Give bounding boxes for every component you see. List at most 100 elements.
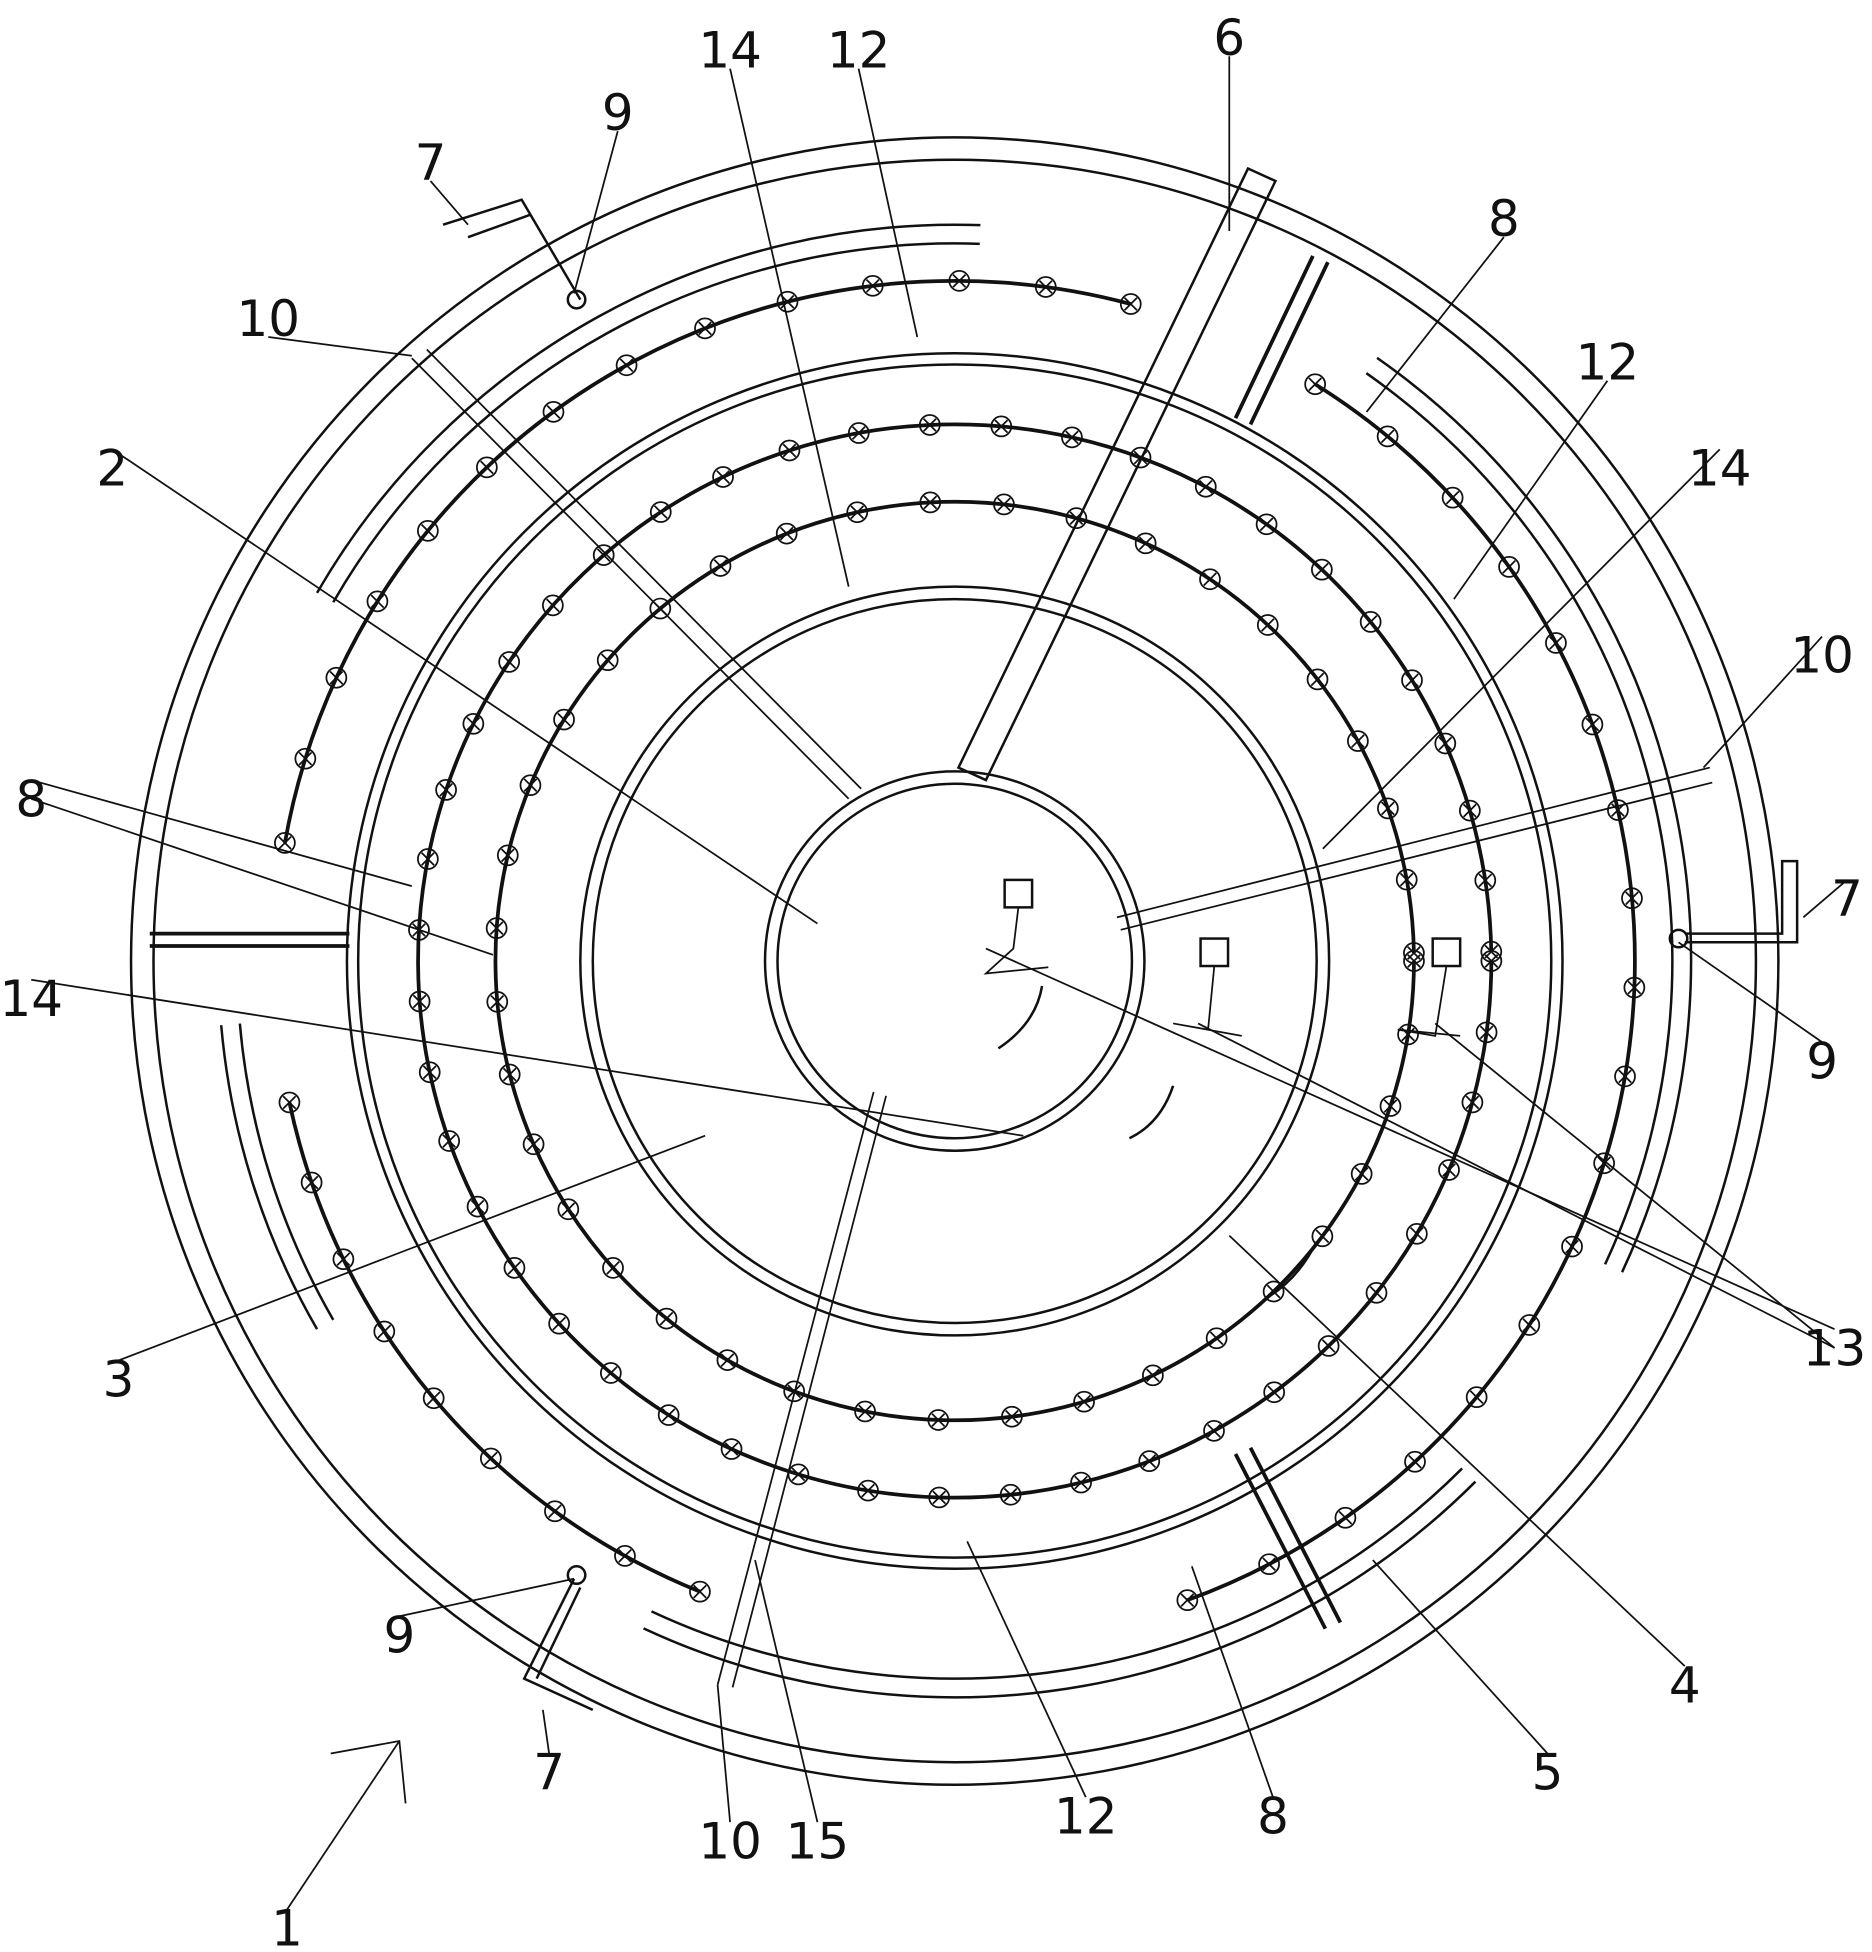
aerator-icon xyxy=(847,422,870,444)
aerator-icon xyxy=(993,493,1015,516)
aerator-icon xyxy=(1404,1450,1426,1473)
callout-label: 12 xyxy=(827,21,891,79)
aerator-icon xyxy=(417,848,439,870)
aerator-icon xyxy=(657,1404,680,1426)
callout-label: 9 xyxy=(1806,1032,1838,1090)
aerator-icon xyxy=(542,594,564,617)
baffle-arc xyxy=(643,1480,1477,1699)
callout-label: 14 xyxy=(698,21,762,79)
aerator-icon xyxy=(846,501,869,524)
aerator-icon xyxy=(1441,486,1464,509)
aerator-icon xyxy=(655,1307,678,1330)
aerator-icon xyxy=(498,651,521,673)
aerator-icon xyxy=(366,590,389,613)
aerator-icon xyxy=(990,415,1013,438)
leader-line xyxy=(857,68,919,338)
aerator-icon xyxy=(716,1349,739,1371)
leader-line xyxy=(286,1740,401,1910)
aerator-icon xyxy=(479,1447,502,1470)
aerator-icon xyxy=(1474,869,1497,892)
callout-label: 10 xyxy=(1790,627,1854,685)
aerator-units-13 xyxy=(983,878,1462,1037)
aerator-icon xyxy=(689,1580,711,1603)
aerator-icon xyxy=(602,1257,624,1279)
aerator-icon xyxy=(614,1545,636,1567)
aerator-icon xyxy=(544,1500,566,1523)
outer-wall-inner-ring xyxy=(152,158,1758,1764)
aerator-icon xyxy=(1359,611,1382,633)
aerator-icon xyxy=(1194,475,1217,498)
aerator-icon xyxy=(854,1400,876,1423)
aerator-icon xyxy=(496,844,519,867)
leader-line xyxy=(118,1134,706,1362)
leader-line xyxy=(754,1559,819,1823)
callout-label: 13 xyxy=(1803,1319,1867,1377)
leader-line xyxy=(573,130,619,294)
aerator-icon xyxy=(503,1256,526,1279)
callout-label: 12 xyxy=(1576,333,1640,391)
aerator-icon xyxy=(1623,976,1646,999)
aerator-icon xyxy=(1434,732,1457,755)
aerator-icon xyxy=(599,1362,622,1384)
aerator-icon xyxy=(596,649,619,672)
callout-label: 3 xyxy=(103,1351,135,1409)
inner-wall-inner-ring xyxy=(591,597,1318,1325)
leader-line xyxy=(966,1540,1087,1798)
aerator-icon xyxy=(615,354,638,377)
baffle-arc xyxy=(219,1025,319,1330)
aerator-icon xyxy=(1561,1235,1583,1258)
aerator-icon xyxy=(720,1438,743,1460)
aerator-icon xyxy=(1376,425,1399,448)
aerator-icon xyxy=(1258,1553,1280,1576)
outer-walls xyxy=(129,136,1780,1786)
baffle-arc xyxy=(1365,372,1674,1265)
aerator-icon xyxy=(1205,1327,1228,1350)
callout-label: 14 xyxy=(0,970,63,1028)
inner-wall-ring xyxy=(579,585,1331,1337)
callout-label: 7 xyxy=(533,1744,565,1802)
aerator-icon xyxy=(438,1130,461,1152)
leader-line xyxy=(268,336,412,357)
aerator-icon xyxy=(1395,868,1418,891)
callout-label: 4 xyxy=(1669,1656,1701,1714)
callout-label: 14 xyxy=(1688,440,1752,498)
leader-lines xyxy=(30,56,1848,1910)
aerator-icon xyxy=(1377,797,1399,820)
callout-label: 2 xyxy=(96,440,128,498)
aerator-icon xyxy=(498,1063,521,1086)
aerator-icon xyxy=(1256,614,1279,636)
aerator-icon xyxy=(1176,1589,1199,1612)
aerator-icon xyxy=(1311,1225,1334,1248)
divider-left xyxy=(149,931,350,948)
aerator-icon xyxy=(1545,632,1567,654)
leader-line xyxy=(716,1684,731,1823)
aerator-icon xyxy=(1401,669,1423,692)
aerator-icon xyxy=(861,274,884,297)
leader-line xyxy=(30,779,413,887)
baffle-arc xyxy=(315,223,981,594)
leader-line xyxy=(429,180,469,226)
aerator-icon xyxy=(927,1409,950,1431)
aerator-icon xyxy=(1255,513,1278,536)
aerator-icon xyxy=(1475,1021,1498,1044)
aerator-icon xyxy=(592,544,615,566)
aerator-icon xyxy=(332,1248,355,1271)
aerator-icon xyxy=(1498,556,1520,578)
inlet-7-right xyxy=(1684,859,1799,944)
leader-line xyxy=(542,1709,550,1754)
aerator-icon xyxy=(557,1198,580,1221)
aerator-icon xyxy=(519,774,542,797)
valve-9-top xyxy=(566,289,587,310)
aerator-icon xyxy=(775,522,798,545)
callout-label: 8 xyxy=(15,770,47,828)
aerator-icon xyxy=(476,456,498,479)
aerator-icon xyxy=(1581,713,1604,736)
aerator-icon xyxy=(948,270,971,292)
flow-arrows xyxy=(997,985,1318,1300)
aerator-ring-middle-line xyxy=(416,422,1494,1500)
aerator-icon xyxy=(649,501,672,523)
aerator-icon xyxy=(1061,426,1083,449)
aerator-icon xyxy=(1347,730,1369,752)
